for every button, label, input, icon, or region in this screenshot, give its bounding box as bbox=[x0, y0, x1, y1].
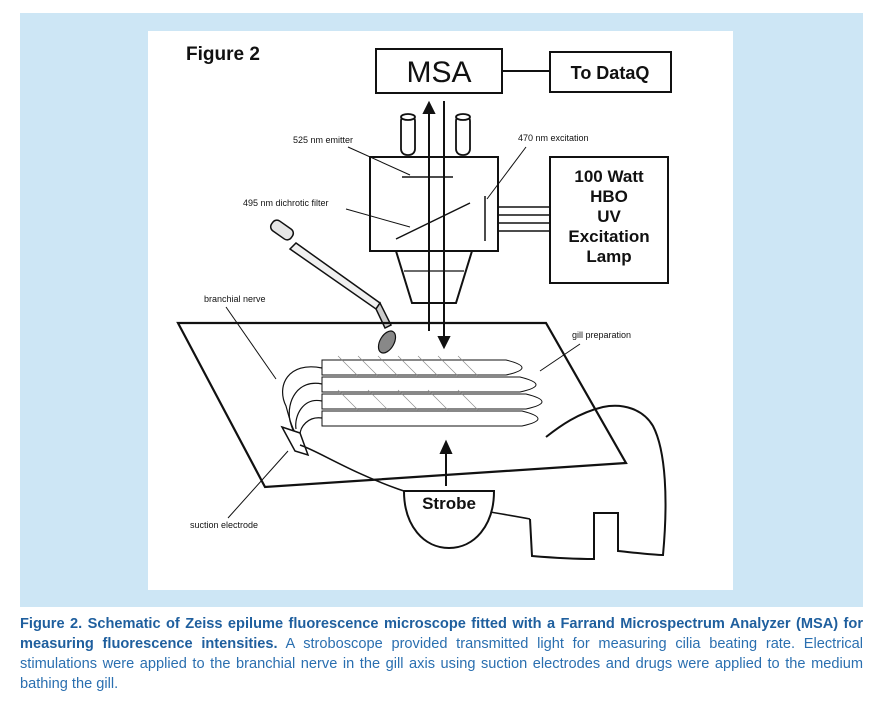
excitation-label: 470 nm excitation bbox=[518, 133, 589, 143]
filter-cube bbox=[369, 156, 499, 252]
electrode-wire bbox=[299, 444, 531, 520]
microscope-schematic: Figure 2 MSA To DataQ 100 Watt H bbox=[176, 44, 672, 561]
eyepiece-tubes bbox=[400, 113, 471, 156]
lamp-label-5: Lamp bbox=[586, 247, 631, 266]
excitation-leader bbox=[486, 146, 527, 200]
suction-electrode-label: suction electrode bbox=[190, 520, 258, 530]
dataq-label: To DataQ bbox=[571, 63, 650, 83]
msa-label: MSA bbox=[406, 56, 471, 89]
strobe-label: Strobe bbox=[422, 494, 476, 513]
objective-lens bbox=[394, 250, 474, 304]
strobe-lamp bbox=[402, 490, 496, 550]
lamp-label-4: Excitation bbox=[568, 227, 649, 246]
branchial-nerve-label: branchial nerve bbox=[204, 294, 266, 304]
dichroic-label: 495 nm dichrotic filter bbox=[243, 198, 329, 208]
lamp-port bbox=[498, 206, 550, 232]
dichroic-filter bbox=[395, 202, 471, 240]
lamp-label-1: 100 Watt bbox=[574, 167, 644, 186]
gill-preparation-leader bbox=[539, 343, 581, 372]
figure-title: Figure 2 bbox=[186, 44, 260, 65]
suction-electrode-leader bbox=[227, 450, 289, 519]
branchial-nerve-leader bbox=[225, 306, 277, 380]
dataq-box bbox=[549, 51, 672, 93]
schematic-figure: Figure 2 MSA To DataQ 100 Watt H bbox=[148, 31, 733, 590]
gill-hatching bbox=[337, 355, 479, 411]
lamp-box bbox=[549, 156, 669, 284]
stage-plate bbox=[176, 321, 628, 489]
drug-droplet bbox=[377, 330, 397, 354]
dichroic-leader bbox=[345, 208, 411, 228]
caption-bold: Figure 2. Schematic of Zeiss epilume flu… bbox=[20, 616, 863, 652]
lamp-label-3: UV bbox=[597, 207, 621, 226]
gill-preparation-label: gill preparation bbox=[572, 330, 631, 340]
branchial-nerve bbox=[282, 366, 323, 440]
suction-electrode bbox=[280, 425, 310, 457]
stimulator-cable bbox=[529, 404, 667, 561]
gill-filaments bbox=[321, 359, 543, 427]
strobe-arrow bbox=[439, 439, 453, 486]
msa-box bbox=[375, 48, 503, 94]
caption-text: A stroboscope provided transmitted light… bbox=[20, 636, 863, 692]
lamp-label-2: HBO bbox=[590, 187, 628, 206]
emitter-label: 525 nm emitter bbox=[293, 135, 353, 145]
light-path bbox=[422, 100, 451, 350]
figure-caption: Figure 2. Schematic of Zeiss epilume flu… bbox=[20, 614, 863, 694]
emitter-leader bbox=[347, 146, 411, 176]
pipette bbox=[269, 219, 393, 330]
